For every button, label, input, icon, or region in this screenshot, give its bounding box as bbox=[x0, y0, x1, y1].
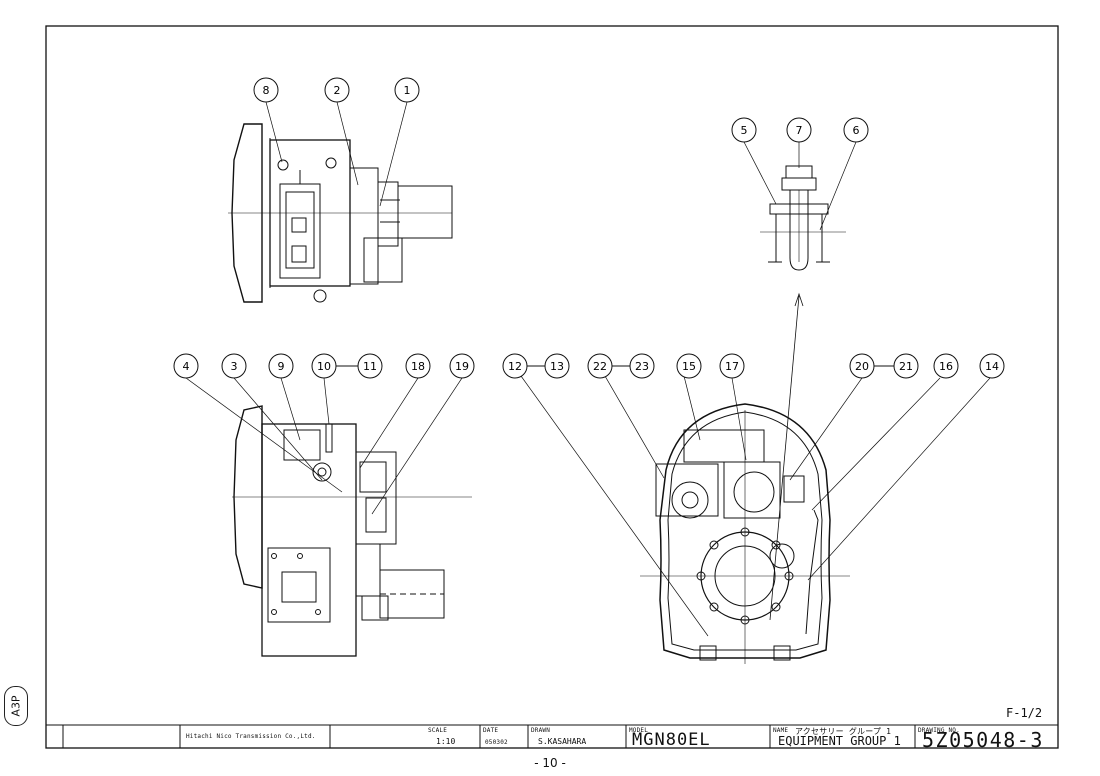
callout-number: 9 bbox=[278, 360, 285, 373]
callout-number: 22 bbox=[593, 360, 607, 373]
callout-number: 5 bbox=[741, 124, 748, 137]
page-number: - 10 - bbox=[534, 756, 566, 770]
scale-label: SCALE bbox=[428, 727, 448, 734]
callout-19: 19 bbox=[449, 353, 475, 379]
callout-number: 20 bbox=[855, 360, 869, 373]
callout-circle bbox=[587, 353, 613, 379]
date-label: DATE bbox=[483, 727, 499, 734]
callout-circle bbox=[933, 353, 959, 379]
callout-13: 13 bbox=[544, 353, 570, 379]
drawn-value: S.KASAHARA bbox=[538, 737, 587, 746]
callout-9: 9 bbox=[268, 353, 294, 379]
title-block-grid bbox=[46, 724, 1058, 748]
paper-size-mark: A3P bbox=[4, 686, 28, 726]
callout-number: 14 bbox=[985, 360, 999, 373]
side-view-drawing bbox=[232, 405, 472, 657]
drawing-number: 5Z05048-3 bbox=[922, 728, 1044, 752]
model-label: MODEL bbox=[629, 727, 649, 734]
drawing-border bbox=[45, 25, 1059, 749]
drawn-label: DRAWN bbox=[531, 727, 551, 734]
front-view-drawing bbox=[520, 375, 991, 664]
callout-7: 7 bbox=[786, 117, 812, 143]
callout-5: 5 bbox=[731, 117, 757, 143]
callout-number: 15 bbox=[682, 360, 696, 373]
callout-number: 11 bbox=[363, 360, 377, 373]
callout-circle bbox=[629, 353, 655, 379]
callout-number: 13 bbox=[550, 360, 564, 373]
top-view-drawing bbox=[228, 123, 453, 303]
callout-number: 8 bbox=[263, 84, 270, 97]
callout-14: 14 bbox=[979, 353, 1005, 379]
callout-circle bbox=[731, 117, 757, 143]
model-value: MGN80EL bbox=[632, 730, 711, 750]
callout-18: 18 bbox=[405, 353, 431, 379]
callout-circle bbox=[405, 353, 431, 379]
callout-circle bbox=[979, 353, 1005, 379]
callout-11: 11 bbox=[357, 353, 383, 379]
callout-12: 12 bbox=[502, 353, 528, 379]
callout-circle bbox=[324, 77, 350, 103]
callout-circle bbox=[268, 353, 294, 379]
company-name: Hitachi Nico Transmission Co.,Ltd. bbox=[186, 733, 316, 740]
callout-circle bbox=[449, 353, 475, 379]
callout-circle bbox=[676, 353, 702, 379]
callout-number: 12 bbox=[508, 360, 522, 373]
callout-number: 19 bbox=[455, 360, 469, 373]
callout-number: 1 bbox=[404, 84, 411, 97]
sheet-id: F-1/2 bbox=[1006, 706, 1043, 720]
callout-circle bbox=[311, 353, 337, 379]
callout-3: 3 bbox=[221, 353, 247, 379]
scale-value: 1:10 bbox=[436, 737, 456, 746]
leader-lines bbox=[185, 101, 857, 515]
callout-17: 17 bbox=[719, 353, 745, 379]
callout-16: 16 bbox=[933, 353, 959, 379]
callout-circle bbox=[502, 353, 528, 379]
callout-number: 17 bbox=[725, 360, 739, 373]
callout-circle bbox=[544, 353, 570, 379]
callout-10: 10 bbox=[311, 353, 337, 379]
callout-1: 1 bbox=[394, 77, 420, 103]
callout-circle bbox=[357, 353, 383, 379]
name-english: EQUIPMENT GROUP 1 bbox=[778, 734, 901, 748]
callout-4: 4 bbox=[173, 353, 199, 379]
name-japanese: アクセサリー グループ 1 bbox=[795, 727, 892, 736]
callout-number: 18 bbox=[411, 360, 425, 373]
callout-circle bbox=[394, 77, 420, 103]
callout-circle bbox=[849, 353, 875, 379]
callout-6: 6 bbox=[843, 117, 869, 143]
callout-22: 22 bbox=[587, 353, 613, 379]
callout-circle bbox=[221, 353, 247, 379]
drawing-no-label: DRAWING NO. bbox=[918, 727, 960, 734]
callout-21: 21 bbox=[893, 353, 919, 379]
paper-size-label: A3P bbox=[9, 695, 23, 717]
callout-number: 21 bbox=[899, 360, 913, 373]
callout-circle bbox=[253, 77, 279, 103]
name-label: NAME bbox=[773, 727, 789, 734]
date-value: 050302 bbox=[485, 739, 508, 746]
callout-23: 23 bbox=[629, 353, 655, 379]
callout-number: 16 bbox=[939, 360, 953, 373]
callout-number: 7 bbox=[796, 124, 803, 137]
callout-number: 2 bbox=[334, 84, 341, 97]
callout-20: 20 bbox=[849, 353, 875, 379]
callout-circle bbox=[719, 353, 745, 379]
callout-15: 15 bbox=[676, 353, 702, 379]
callout-circle bbox=[843, 117, 869, 143]
callout-number: 4 bbox=[183, 360, 190, 373]
callout-2: 2 bbox=[324, 77, 350, 103]
callout-circle bbox=[173, 353, 199, 379]
callout-number: 3 bbox=[231, 360, 238, 373]
callout-number: 23 bbox=[635, 360, 649, 373]
callout-circle bbox=[786, 117, 812, 143]
callout-number: 10 bbox=[317, 360, 331, 373]
callout-8: 8 bbox=[253, 77, 279, 103]
callout-circle bbox=[893, 353, 919, 379]
callout-number: 6 bbox=[853, 124, 860, 137]
